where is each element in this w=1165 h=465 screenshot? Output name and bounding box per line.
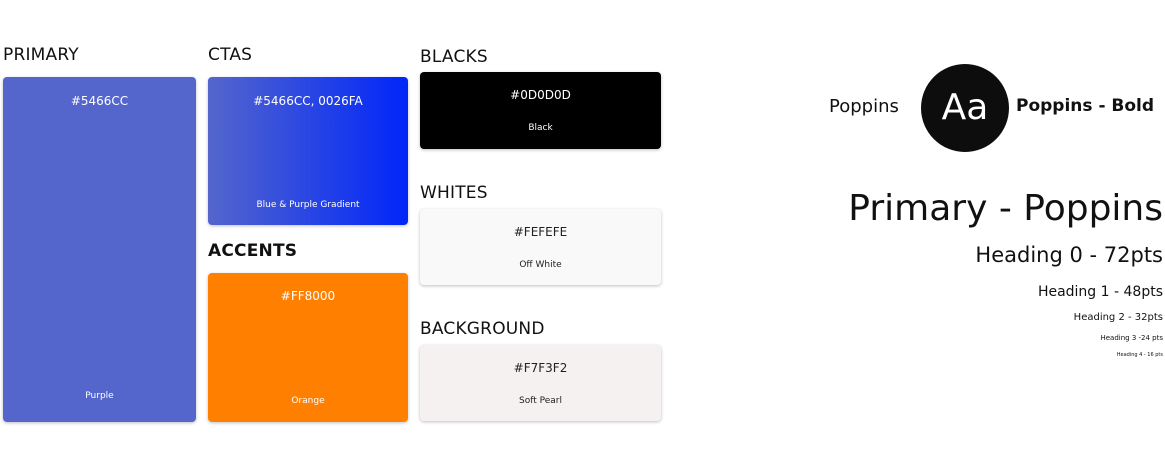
primary-font-heading: Primary - Poppins: [848, 188, 1163, 229]
heading-4-sample: Heading 4 - 16 pts: [1116, 352, 1163, 358]
background-section-title: BACKGROUND: [420, 319, 545, 339]
accent-color-name: Orange: [291, 396, 325, 406]
white-color-swatch: #FEFEFE Off White: [420, 209, 661, 285]
primary-color-name: Purple: [85, 391, 114, 401]
heading-2-sample: Heading 2 - 32pts: [1073, 312, 1163, 323]
cta-hex: #5466CC, 0026FA: [253, 94, 363, 108]
black-color-name: Black: [528, 123, 553, 133]
accents-section-title: ACCENTS: [208, 241, 298, 261]
primary-color-swatch: #5466CC Purple: [3, 77, 196, 422]
cta-color-name: Blue & Purple Gradient: [256, 200, 360, 210]
accent-color-swatch: #FF8000 Orange: [208, 273, 408, 422]
heading-1-sample: Heading 1 - 48pts: [1037, 284, 1163, 300]
ctas-section-title: CTAS: [208, 45, 253, 65]
font-sample-row: Poppins Aa Poppins - Bold: [829, 62, 1165, 152]
background-color-swatch: #F7F3F2 Soft Pearl: [420, 345, 661, 421]
white-hex: #FEFEFE: [513, 225, 568, 239]
font-sample-glyph: Aa: [921, 64, 1009, 152]
black-color-swatch: #0D0D0D Black: [420, 72, 661, 149]
primary-hex: #5466CC: [70, 94, 129, 108]
background-hex: #F7F3F2: [513, 361, 568, 375]
accent-hex: #FF8000: [280, 289, 336, 303]
font-bold-label: Poppins - Bold: [1016, 96, 1155, 116]
black-hex: #0D0D0D: [510, 88, 571, 102]
white-color-name: Off White: [519, 260, 562, 270]
font-regular-label: Poppins: [829, 96, 899, 117]
heading-3-sample: Heading 3 -24 pts: [1100, 334, 1163, 342]
whites-section-title: WHITES: [420, 183, 488, 203]
heading-0-sample: Heading 0 - 72pts: [975, 243, 1163, 267]
primary-section-title: PRIMARY: [3, 45, 79, 65]
blacks-section-title: BLACKS: [420, 47, 488, 67]
background-color-name: Soft Pearl: [519, 396, 562, 406]
cta-gradient-swatch: #5466CC, 0026FA Blue & Purple Gradient: [208, 77, 408, 225]
